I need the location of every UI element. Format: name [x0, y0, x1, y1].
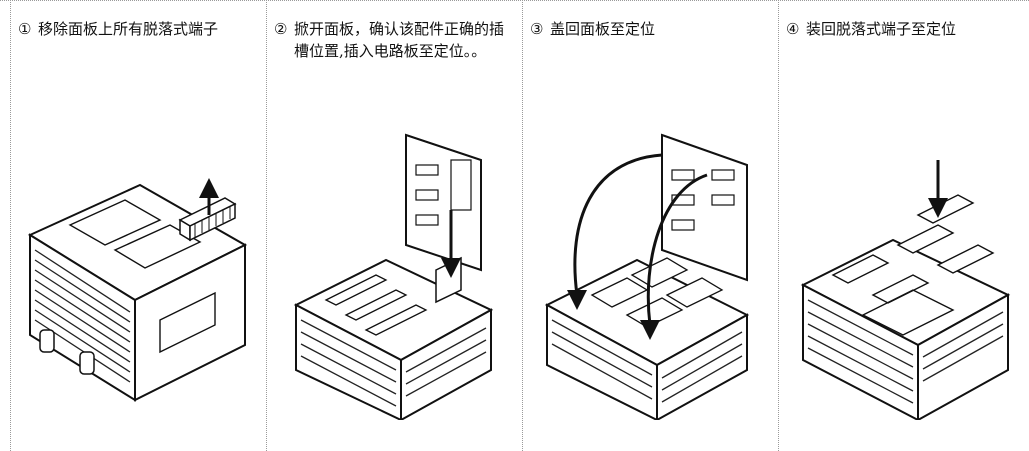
- step-1-text: 移除面板上所有脱落式端子: [38, 20, 219, 38]
- step-3: ③ 盖回面板至定位: [522, 0, 778, 451]
- step-3-number: ③: [530, 20, 544, 38]
- top-border: [0, 0, 1029, 1]
- step-4-number: ④: [786, 20, 800, 38]
- divider-3: [778, 0, 779, 451]
- step-2-number: ②: [274, 20, 288, 38]
- close-panel-illustration: [544, 133, 750, 420]
- step-4-text: 装回脱落式端子至定位: [806, 20, 957, 38]
- left-border: [10, 0, 11, 451]
- step-3-text: 盖回面板至定位: [550, 20, 656, 38]
- step-1-caption: ① 移除面板上所有脱落式端子: [18, 18, 253, 40]
- divider-1: [266, 0, 267, 451]
- divider-2: [522, 0, 523, 451]
- step-1: ① 移除面板上所有脱落式端子: [10, 0, 266, 451]
- remove-terminals-illustration: [27, 178, 248, 402]
- insert-board-illustration: [293, 133, 494, 420]
- step-3-caption: ③ 盖回面板至定位: [530, 18, 765, 40]
- step-1-number: ①: [18, 20, 32, 38]
- reinstall-terminals-illustration: [800, 160, 1011, 420]
- step-2-caption: ② 掀开面板，确认该配件正确的插槽位置,插入电路板至定位。。: [274, 18, 514, 62]
- step-4-caption: ④ 装回脱落式端子至定位: [786, 18, 1021, 40]
- step-2-text: 掀开面板，确认该配件正确的插槽位置,插入电路板至定位。。: [294, 20, 505, 60]
- step-2: ② 掀开面板，确认该配件正确的插槽位置,插入电路板至定位。。: [266, 0, 522, 451]
- step-4: ④ 装回脱落式端子至定位: [778, 0, 1029, 451]
